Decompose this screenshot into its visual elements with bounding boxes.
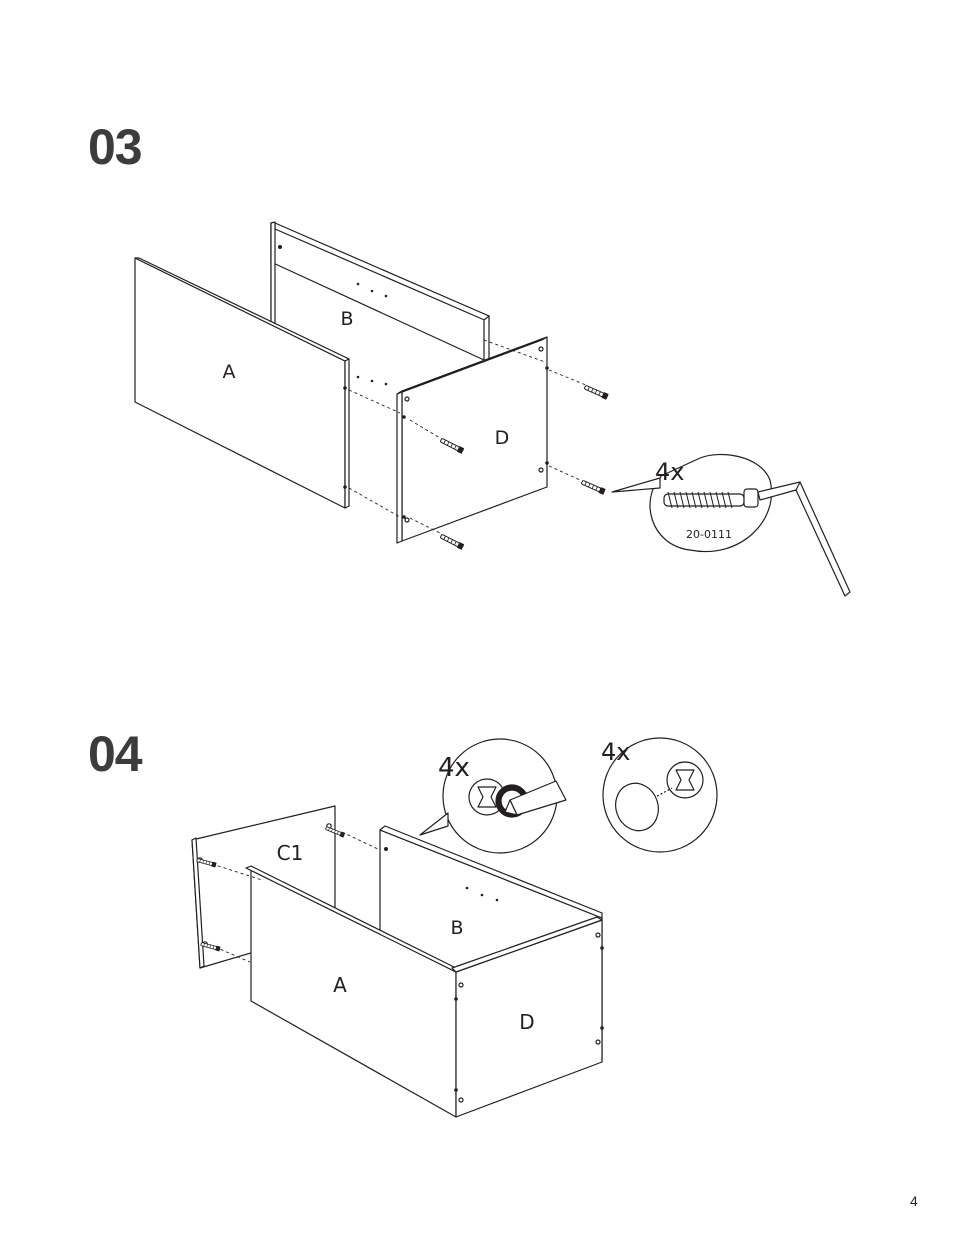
step-3-diagram: A B D 4x 20-0111 xyxy=(135,222,850,596)
panel-a-label-step4: A xyxy=(333,973,347,997)
panel-a-label: A xyxy=(223,361,236,383)
cam-lock-quantity: 4x xyxy=(438,753,470,783)
panel-d xyxy=(397,337,549,543)
page-number: 4 xyxy=(910,1193,918,1209)
panel-c1-label: C1 xyxy=(277,841,304,865)
screw-callout xyxy=(612,454,850,596)
panel-d-label: D xyxy=(495,427,510,449)
panel-b-label: B xyxy=(340,308,353,330)
panel-a xyxy=(135,258,349,508)
panel-d-label-step4: D xyxy=(519,1010,534,1034)
cam-cap-quantity: 4x xyxy=(601,738,630,766)
panel-b-label-step4: B xyxy=(450,917,463,939)
step-4-diagram: C1 A B D 4x 4x xyxy=(192,738,717,1117)
screw-quantity: 4x xyxy=(655,458,684,486)
screw-part-number: 20-0111 xyxy=(686,528,732,541)
